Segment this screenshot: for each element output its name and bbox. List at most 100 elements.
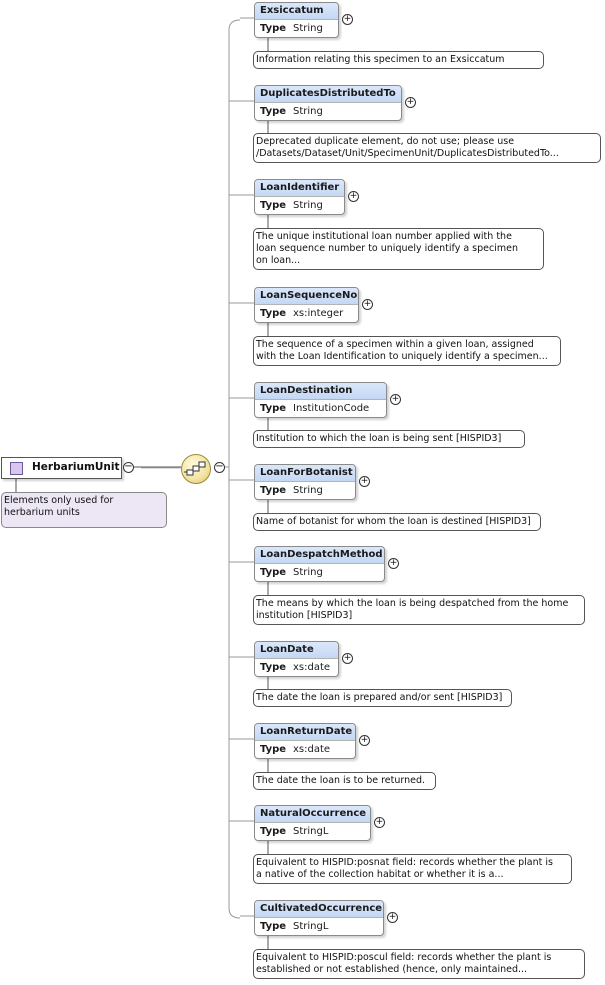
element-annotation: The sequence of a specimen within a give… — [253, 336, 561, 366]
root-element-label: HerbariumUnit — [32, 461, 120, 473]
element-annotation: Deprecated duplicate element, do not use… — [253, 133, 601, 163]
expand-icon[interactable]: + — [405, 97, 416, 108]
annotation-line: Name of botanist for whom the loan is de… — [256, 516, 531, 527]
element-name: CultivatedOccurrence — [255, 901, 383, 918]
type-label: Type — [260, 403, 287, 414]
element-square-icon — [10, 462, 23, 475]
type-value: String — [293, 106, 323, 117]
element-type-row: Type StringL — [255, 823, 370, 840]
type-label: Type — [260, 662, 287, 673]
type-value: String — [293, 567, 323, 578]
element-annotation: Information relating this specimen to an… — [253, 51, 544, 69]
annotation-line: The means by which the loan is being des… — [256, 598, 569, 609]
annotation-line: institution [HISPID3] — [256, 610, 353, 621]
type-value: xs:date — [293, 744, 331, 755]
type-label: Type — [260, 826, 287, 837]
element-annotation: The unique institutional loan number app… — [253, 228, 544, 270]
element-name: LoanReturnDate — [255, 724, 355, 741]
expand-icon[interactable]: + — [387, 912, 398, 923]
element-name: LoanDestination — [255, 383, 386, 400]
element-type-row: Type String — [255, 20, 338, 37]
element-annotation: Name of botanist for whom the loan is de… — [253, 513, 541, 531]
type-label: Type — [260, 308, 287, 319]
expand-icon[interactable]: + — [374, 817, 385, 828]
element-annotation: Institution to which the loan is being s… — [253, 430, 525, 448]
type-value: String — [293, 200, 323, 211]
annotation-line: /Datasets/Dataset/Unit/SpecimenUnit/Dupl… — [256, 148, 559, 159]
annotation-line: Equivalent to HISPID:poscul field: recor… — [256, 952, 552, 963]
expand-icon[interactable]: + — [342, 14, 353, 25]
type-value: String — [293, 485, 323, 496]
expand-icon[interactable]: + — [348, 191, 359, 202]
type-label: Type — [260, 200, 287, 211]
type-value: xs:date — [293, 662, 331, 673]
type-label: Type — [260, 567, 287, 578]
type-value: InstitutionCode — [293, 403, 370, 414]
element-type-row: Type xs:date — [255, 741, 355, 758]
expand-icon[interactable]: + — [390, 394, 401, 405]
annotation-line: The sequence of a specimen within a give… — [256, 339, 534, 350]
element-name: DuplicatesDistributedTo — [255, 86, 401, 103]
annotation-line: Information relating this specimen to an… — [256, 54, 505, 65]
collapse-sequence-icon[interactable]: − — [214, 461, 225, 473]
element-type-row: Type String — [255, 482, 355, 499]
expand-icon[interactable]: + — [342, 653, 353, 664]
annotation-line: with the Loan Identification to uniquely… — [256, 351, 548, 362]
element-name: LoanForBotanist — [255, 465, 355, 482]
type-value: xs:integer — [293, 308, 344, 319]
expand-icon[interactable]: + — [388, 558, 399, 569]
annotation-line: Institution to which the loan is being s… — [256, 433, 502, 444]
expand-icon[interactable]: + — [359, 735, 370, 746]
element-annotation: The date the loan is prepared and/or sen… — [253, 689, 512, 707]
type-value: StringL — [293, 921, 329, 932]
type-label: Type — [260, 485, 287, 496]
type-value: String — [293, 23, 323, 34]
sequence-compositor-icon[interactable] — [181, 454, 211, 484]
root-annotation: Elements only used for herbarium units — [1, 492, 167, 528]
element-type-row: Type String — [255, 103, 401, 120]
expand-icon[interactable]: + — [359, 476, 370, 487]
collapse-root-icon[interactable]: − — [123, 461, 134, 473]
element-name: LoanDate — [255, 642, 338, 659]
type-label: Type — [260, 744, 287, 755]
expand-icon[interactable]: + — [362, 299, 373, 310]
annotation-line: Equivalent to HISPID:posnat field: recor… — [256, 857, 553, 868]
element-type-row: Type xs:integer — [255, 305, 358, 322]
type-label: Type — [260, 921, 287, 932]
element-annotation: The date the loan is to be returned. — [253, 772, 436, 790]
element-name: Exsiccatum — [255, 3, 338, 20]
type-label: Type — [260, 23, 287, 34]
element-type-row: Type String — [255, 564, 384, 581]
element-annotation: Equivalent to HISPID:poscul field: recor… — [253, 949, 585, 979]
element-type-row: Type String — [255, 197, 344, 214]
element-name: LoanIdentifier — [255, 180, 344, 197]
annotation-line: The date the loan is prepared and/or sen… — [256, 692, 503, 703]
element-name: LoanSequenceNo — [255, 288, 358, 305]
element-name: NaturalOccurrence — [255, 806, 370, 823]
element-type-row: Type StringL — [255, 918, 383, 935]
annotation-line: established or not established (hence, o… — [256, 964, 528, 975]
element-type-row: Type InstitutionCode — [255, 400, 386, 417]
type-label: Type — [260, 106, 287, 117]
annotation-line: Deprecated duplicate element, do not use… — [256, 136, 515, 147]
element-type-row: Type xs:date — [255, 659, 338, 676]
root-element-herbarium-unit[interactable]: HerbariumUnit — [1, 457, 122, 479]
annotation-line: The date the loan is to be returned. — [256, 775, 426, 786]
annotation-line: loan sequence number to uniquely identif… — [256, 243, 518, 254]
element-annotation: The means by which the loan is being des… — [253, 595, 585, 625]
element-annotation: Equivalent to HISPID:posnat field: recor… — [253, 854, 572, 884]
type-value: StringL — [293, 826, 329, 837]
annotation-line: a native of the collection habitat or wh… — [256, 869, 504, 880]
